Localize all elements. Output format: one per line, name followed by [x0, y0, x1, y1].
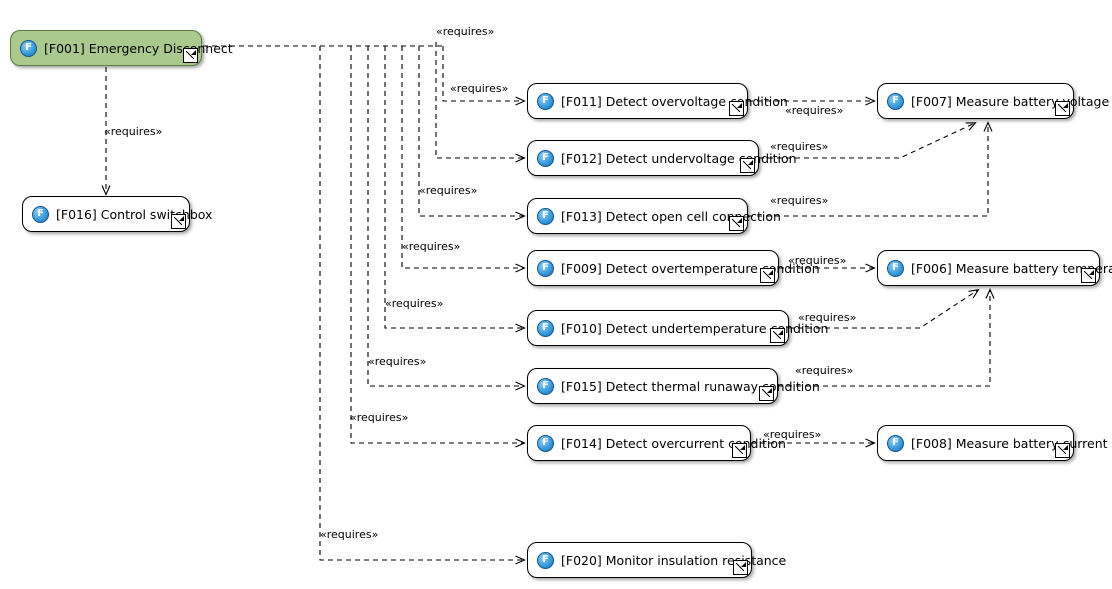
node-label: [F010] Detect undertemperature condition — [561, 320, 829, 336]
feature-icon: F — [537, 149, 554, 167]
open-link-icon[interactable] — [770, 328, 785, 343]
node-f016[interactable]: F [F016] Control switchbox — [22, 196, 212, 232]
feature-icon: F — [32, 205, 49, 223]
edge-label-f001-f012: «requires» — [436, 25, 495, 38]
node-label: [F020] Monitor insulation resistance — [561, 552, 787, 568]
open-link-icon[interactable] — [1081, 268, 1096, 283]
feature-icon: F — [887, 434, 904, 452]
node-label: [F008] Measure battery current — [911, 435, 1108, 451]
open-link-icon[interactable] — [740, 158, 755, 173]
node-f006[interactable]: F [F006] Measure battery temperature — [877, 250, 1112, 286]
edge-label-f001-f015: «requires» — [368, 355, 427, 368]
open-link-icon[interactable] — [729, 101, 744, 116]
edge-label-f001-f016: «requires» — [104, 125, 163, 138]
open-link-icon[interactable] — [171, 214, 186, 229]
feature-icon: F — [537, 319, 554, 337]
node-label: [F014] Detect overcurrent condition — [561, 435, 786, 451]
feature-icon: F — [887, 92, 904, 110]
node-f008[interactable]: F [F008] Measure battery current — [877, 425, 1108, 461]
edge-f001-f015 — [367, 46, 526, 391]
node-label: [F012] Detect undervoltage condition — [561, 150, 797, 166]
edge-label-f001-f013: «requires» — [419, 184, 478, 197]
edge-label-f001-f020: «requires» — [320, 528, 379, 541]
node-label: [F006] Measure battery temperature — [911, 260, 1112, 276]
node-f012[interactable]: F [F012] Detect undervoltage condition — [527, 140, 797, 176]
node-f013[interactable]: F [F013] Detect open cell connection — [527, 198, 781, 234]
edge-label-f001-f010: «requires» — [385, 297, 444, 310]
edge-label-f014-f008: «requires» — [763, 428, 822, 441]
edge-label-f009-f006: «requires» — [788, 254, 847, 267]
open-link-icon[interactable] — [733, 560, 748, 575]
node-f014[interactable]: F [F014] Detect overcurrent condition — [527, 425, 786, 461]
open-link-icon[interactable] — [1055, 101, 1070, 116]
open-link-icon[interactable] — [732, 443, 747, 458]
node-f009[interactable]: F [F009] Detect overtemperature condition — [527, 250, 820, 286]
node-label: [F016] Control switchbox — [56, 206, 213, 222]
edge-label-f013-f007: «requires» — [770, 194, 829, 207]
node-f015[interactable]: F [F015] Detect thermal runaway condition — [527, 368, 820, 404]
node-label: [F015] Detect thermal runaway condition — [561, 378, 820, 394]
open-link-icon[interactable] — [760, 268, 775, 283]
feature-icon: F — [537, 551, 554, 569]
node-label: [F011] Detect overvoltage condition — [561, 93, 788, 109]
edge-label-f012-f007: «requires» — [770, 140, 829, 153]
edge-label-f001-f009: «requires» — [402, 240, 461, 253]
feature-icon: F — [887, 259, 904, 277]
node-f010[interactable]: F [F010] Detect undertemperature conditio… — [527, 310, 828, 346]
feature-icon: F — [537, 377, 554, 395]
node-label: [F009] Detect overtemperature condition — [561, 260, 820, 276]
edge-label-f001-f011: «requires» — [450, 82, 509, 95]
node-f020[interactable]: F [F020] Monitor insulation resistance — [527, 542, 786, 578]
feature-icon: F — [537, 207, 554, 225]
edge-label-f011-f007: «requires» — [785, 104, 844, 117]
edge-f001-f009 — [401, 46, 526, 273]
open-link-icon[interactable] — [1055, 443, 1070, 458]
open-link-icon[interactable] — [759, 386, 774, 401]
edge-label-f015-f006: «requires» — [795, 364, 854, 377]
node-f007[interactable]: F [F007] Measure battery voltage — [877, 83, 1109, 119]
feature-icon: F — [20, 39, 37, 57]
node-label: [F013] Detect open cell connection — [561, 208, 781, 224]
node-f001[interactable]: F [F001] Emergency Disconnect — [10, 30, 233, 66]
edge-label-f001-f014: «requires» — [350, 411, 409, 424]
feature-icon: F — [537, 434, 554, 452]
edge-f001-f012 — [435, 42, 526, 163]
open-link-icon[interactable] — [183, 48, 198, 63]
node-label: [F007] Measure battery voltage — [911, 93, 1110, 109]
feature-icon: F — [537, 92, 554, 110]
node-label: [F001] Emergency Disconnect — [44, 40, 233, 56]
edge-label-f010-f006: «requires» — [798, 311, 857, 324]
node-f011[interactable]: F [F011] Detect overvoltage condition — [527, 83, 788, 119]
feature-icon: F — [537, 259, 554, 277]
open-link-icon[interactable] — [729, 216, 744, 231]
